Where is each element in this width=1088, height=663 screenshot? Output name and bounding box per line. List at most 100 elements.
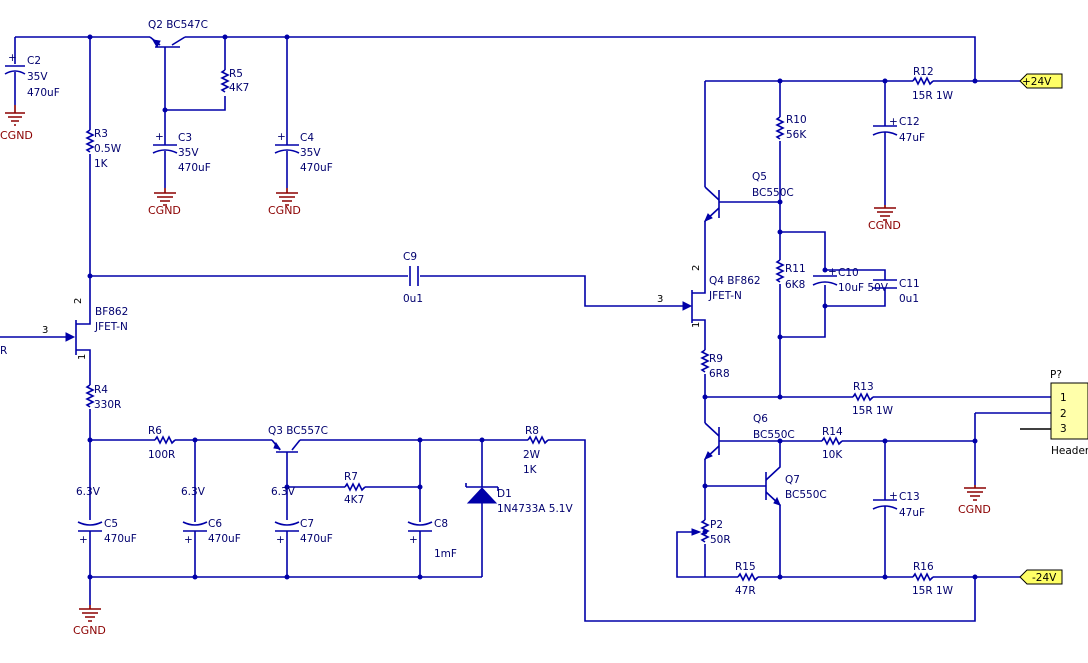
c8-value: 1mF bbox=[434, 548, 457, 560]
capacitor-c8: + C8 1mF bbox=[407, 440, 457, 577]
c10-plus: + bbox=[828, 266, 837, 278]
jfet-q4: 2 1 Q4 BF862 JFET-N bbox=[682, 265, 761, 350]
resistor-r14: R14 10K bbox=[821, 426, 978, 461]
r8-name: R8 bbox=[525, 425, 539, 437]
c12-plus: + bbox=[889, 116, 898, 128]
c13-plus: + bbox=[889, 490, 898, 502]
resistor-r12: R12 15R 1W bbox=[705, 66, 975, 102]
q1-type: BF862 bbox=[95, 306, 128, 318]
q4-kind: JFET-N bbox=[708, 290, 742, 302]
r3-value: 1K bbox=[94, 158, 109, 170]
r10-name: R10 bbox=[786, 114, 807, 126]
c11-value: 0u1 bbox=[899, 293, 919, 305]
c11-bottom-wire bbox=[825, 288, 886, 307]
transistor-q7: Q7 BC550C bbox=[705, 441, 827, 577]
r12-name: R12 bbox=[913, 66, 934, 78]
c13-value: 47uF bbox=[899, 507, 925, 519]
header-connector: P? 1 2 3 Header bbox=[1020, 369, 1088, 457]
q6-name: Q6 bbox=[753, 413, 768, 425]
p2-value: 50R bbox=[710, 534, 731, 546]
c5-name: C5 bbox=[104, 518, 118, 530]
r4-name: R4 bbox=[94, 384, 108, 396]
ground-c12: CGND bbox=[868, 205, 901, 232]
capacitor-c7: + 6.3V C7 470uF bbox=[271, 486, 333, 577]
q7-name: Q7 bbox=[785, 474, 800, 486]
c4-plus: + bbox=[277, 131, 286, 143]
capacitor-c3: + C3 35V 470uF bbox=[152, 131, 211, 188]
gnd-label-bottom: CGND bbox=[73, 624, 106, 637]
c2-name: C2 bbox=[27, 55, 41, 67]
c9-value: 0u1 bbox=[403, 293, 423, 305]
r12-value: 15R 1W bbox=[912, 90, 954, 102]
resistor-r11: R11 6K8 bbox=[775, 259, 806, 397]
r15-name: R15 bbox=[735, 561, 756, 573]
ground-c2: CGND bbox=[0, 105, 33, 142]
q1-kind: JFET-N bbox=[94, 321, 128, 333]
resistor-r4: R4 330R bbox=[85, 384, 121, 520]
r6-name: R6 bbox=[148, 425, 162, 437]
r9-value: 6R8 bbox=[709, 368, 730, 380]
c4-name: C4 bbox=[300, 132, 314, 144]
c5-voltage: 6.3V bbox=[76, 486, 101, 498]
c8-name: C8 bbox=[434, 518, 448, 530]
c12-name: C12 bbox=[899, 116, 920, 128]
c13-name: C13 bbox=[899, 491, 920, 503]
gnd-label-c12: CGND bbox=[868, 219, 901, 232]
jfet-q1: 3 2 1 BF862 JFET-N R bbox=[0, 290, 128, 385]
c3-plus: + bbox=[155, 131, 164, 143]
r8-value: 1K bbox=[523, 464, 538, 476]
ground-right: CGND bbox=[958, 412, 1060, 516]
q4-pin2: 2 bbox=[691, 265, 702, 271]
ground-c4: CGND bbox=[268, 188, 301, 217]
input-label-fragment: R bbox=[0, 345, 7, 357]
r14-value: 10K bbox=[822, 449, 843, 461]
port-minus-24v: -24V bbox=[1019, 569, 1063, 585]
resistor-r9: R9 6R8 bbox=[700, 349, 730, 423]
c7-name: C7 bbox=[300, 518, 314, 530]
r16-name: R16 bbox=[913, 561, 934, 573]
c7-plus: + bbox=[276, 534, 285, 546]
c10-top-wire bbox=[780, 231, 826, 270]
capacitor-c12: + C12 47uF bbox=[872, 81, 925, 205]
c7-value: 470uF bbox=[300, 533, 333, 545]
c8-plus: + bbox=[409, 534, 418, 546]
top-supply-rail bbox=[14, 34, 1020, 135]
d1-name: D1 bbox=[497, 488, 512, 500]
r13-name: R13 bbox=[853, 381, 874, 393]
resistor-r7: R7 4K7 bbox=[287, 471, 423, 506]
r11-value: 6K8 bbox=[785, 279, 805, 291]
q1-pin2: 2 bbox=[73, 298, 84, 304]
gnd-label-c4: CGND bbox=[268, 204, 301, 217]
q7-type: BC550C bbox=[785, 489, 827, 501]
capacitor-c5: + 6.3V C5 470uF bbox=[76, 486, 137, 605]
c4-voltage: 35V bbox=[300, 147, 321, 159]
resistor-r15: R15 47R bbox=[705, 561, 913, 597]
c9-name: C9 bbox=[403, 251, 417, 263]
ground-c3: CGND bbox=[148, 188, 181, 217]
r3-power: 0.5W bbox=[94, 143, 122, 155]
resistor-r13: R13 15R 1W bbox=[705, 381, 1060, 417]
zener-d1: D1 1N4733A 5.1V bbox=[465, 440, 573, 577]
resistor-r16: R16 15R 1W bbox=[912, 561, 1020, 597]
q4-label: Q4 BF862 bbox=[709, 275, 761, 287]
q2-label: Q2 BC547C bbox=[148, 19, 208, 31]
c12-value: 47uF bbox=[899, 132, 925, 144]
c7-voltage: 6.3V bbox=[271, 486, 296, 498]
c5-value: 470uF bbox=[104, 533, 137, 545]
c3-name: C3 bbox=[178, 132, 192, 144]
capacitor-c4: + C4 35V 470uF bbox=[274, 131, 333, 188]
trimmer-p2: P2 50R bbox=[676, 519, 731, 578]
ground-bottom: CGND bbox=[73, 605, 106, 637]
q6-type: BC550C bbox=[753, 429, 795, 441]
c6-name: C6 bbox=[208, 518, 222, 530]
header-pin3: 3 bbox=[1060, 423, 1067, 435]
header-name: Header bbox=[1051, 445, 1088, 457]
gnd-label-c2: CGND bbox=[0, 129, 33, 142]
c4-value: 470uF bbox=[300, 162, 333, 174]
c11-name: C11 bbox=[899, 278, 920, 290]
q5-name: Q5 bbox=[752, 171, 767, 183]
transistor-q5: Q5 BC550C bbox=[704, 171, 794, 222]
port-plus-24v: +24V bbox=[1019, 73, 1063, 89]
header-pin1: 1 bbox=[1060, 392, 1067, 404]
